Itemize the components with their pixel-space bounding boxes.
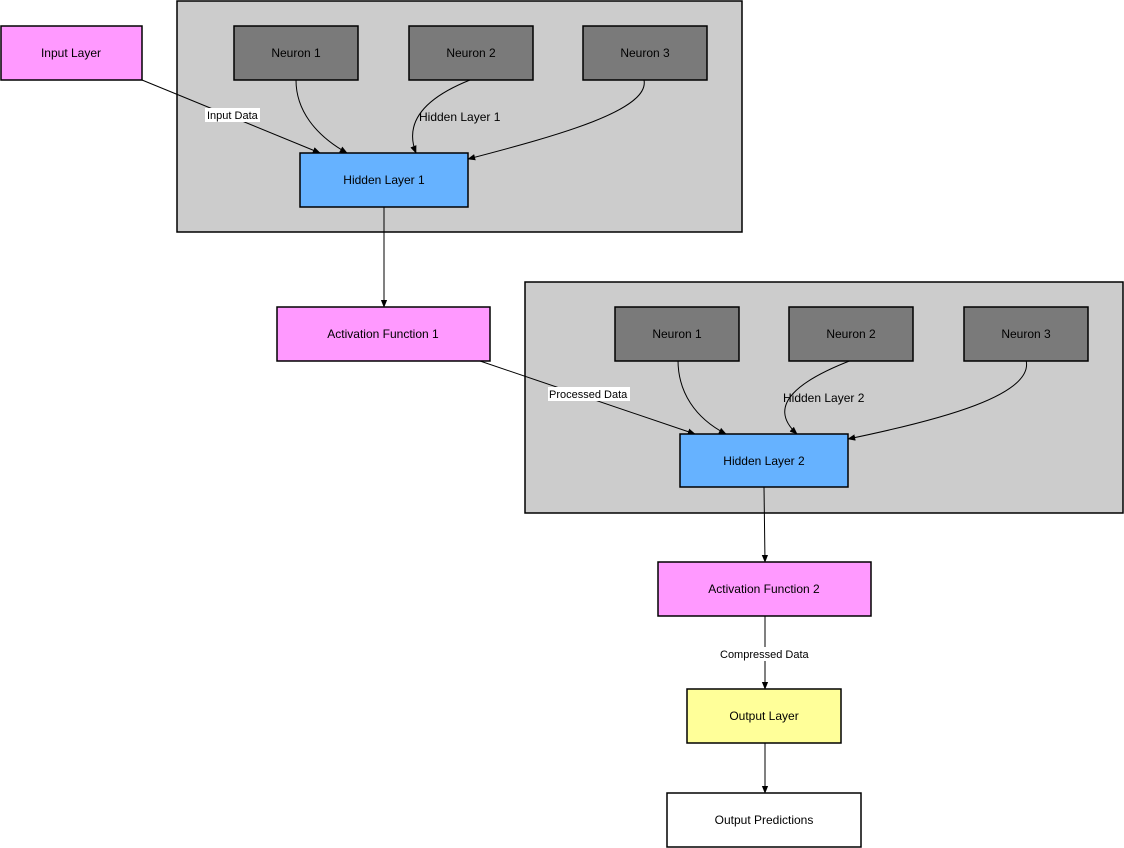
output-layer-node[interactable]: Output Layer xyxy=(686,688,842,744)
cluster2-neuron-1-label: Neuron 1 xyxy=(652,327,702,341)
output-layer-node-label: Output Layer xyxy=(729,709,798,723)
edge-label-input-data-text: Input Data xyxy=(207,110,259,122)
cluster-hidden-layer-2-label: Hidden Layer 2 xyxy=(783,391,865,405)
edges-cluster-2 xyxy=(479,359,1027,794)
edge-label-processed-data: Processed Data xyxy=(548,387,630,401)
cluster2-neuron-1[interactable]: Neuron 1 xyxy=(614,306,740,362)
hidden-layer-1-node[interactable]: Hidden Layer 1 xyxy=(299,152,469,208)
edge-label-compressed-data-text: Compressed Data xyxy=(720,649,810,661)
output-predictions-node[interactable]: Output Predictions xyxy=(666,792,862,848)
hidden-layer-2-node-label: Hidden Layer 2 xyxy=(723,454,805,468)
cluster1-neuron-3[interactable]: Neuron 3 xyxy=(582,25,708,81)
edge-neuron3-to-hidden2 xyxy=(847,359,1027,441)
activation-function-2-node-label: Activation Function 2 xyxy=(708,582,820,596)
cluster2-neuron-2-label: Neuron 2 xyxy=(826,327,876,341)
input-layer-node[interactable]: Input Layer xyxy=(0,25,143,81)
cluster1-neuron-2[interactable]: Neuron 2 xyxy=(408,25,534,81)
edge-label-input-data: Input Data xyxy=(205,108,260,122)
activation-function-1-node-label: Activation Function 1 xyxy=(327,327,439,341)
hidden-layer-2-node[interactable]: Hidden Layer 2 xyxy=(679,433,849,488)
edge-label-compressed-data: Compressed Data xyxy=(718,647,810,661)
activation-function-2-node[interactable]: Activation Function 2 xyxy=(657,561,872,617)
edge-neuron1-to-hidden2 xyxy=(677,359,727,435)
edge-neuron1-to-hidden1 xyxy=(295,79,348,154)
hidden-layer-1-node-label: Hidden Layer 1 xyxy=(343,173,425,187)
edge-neuron2-to-hidden2 xyxy=(784,359,853,435)
cluster-hidden-layer-1-label: Hidden Layer 1 xyxy=(419,110,501,124)
input-layer-node-label: Input Layer xyxy=(41,46,101,60)
cluster1-neuron-1-label: Neuron 1 xyxy=(271,46,321,60)
cluster2-neuron-3[interactable]: Neuron 3 xyxy=(963,306,1089,362)
activation-function-1-node[interactable]: Activation Function 1 xyxy=(276,306,491,362)
edge-hidden2-to-activation2 xyxy=(761,486,769,563)
edge-label-processed-data-text: Processed Data xyxy=(549,389,628,401)
cluster1-neuron-1[interactable]: Neuron 1 xyxy=(233,25,359,81)
output-predictions-node-label: Output Predictions xyxy=(715,813,814,827)
cluster1-neuron-3-label: Neuron 3 xyxy=(620,46,670,60)
edge-neuron2-to-hidden1 xyxy=(410,79,471,154)
cluster2-neuron-2[interactable]: Neuron 2 xyxy=(788,306,914,362)
cluster2-neuron-3-label: Neuron 3 xyxy=(1001,327,1051,341)
edge-neuron3-to-hidden1 xyxy=(467,79,645,161)
cluster1-neuron-2-label: Neuron 2 xyxy=(446,46,496,60)
